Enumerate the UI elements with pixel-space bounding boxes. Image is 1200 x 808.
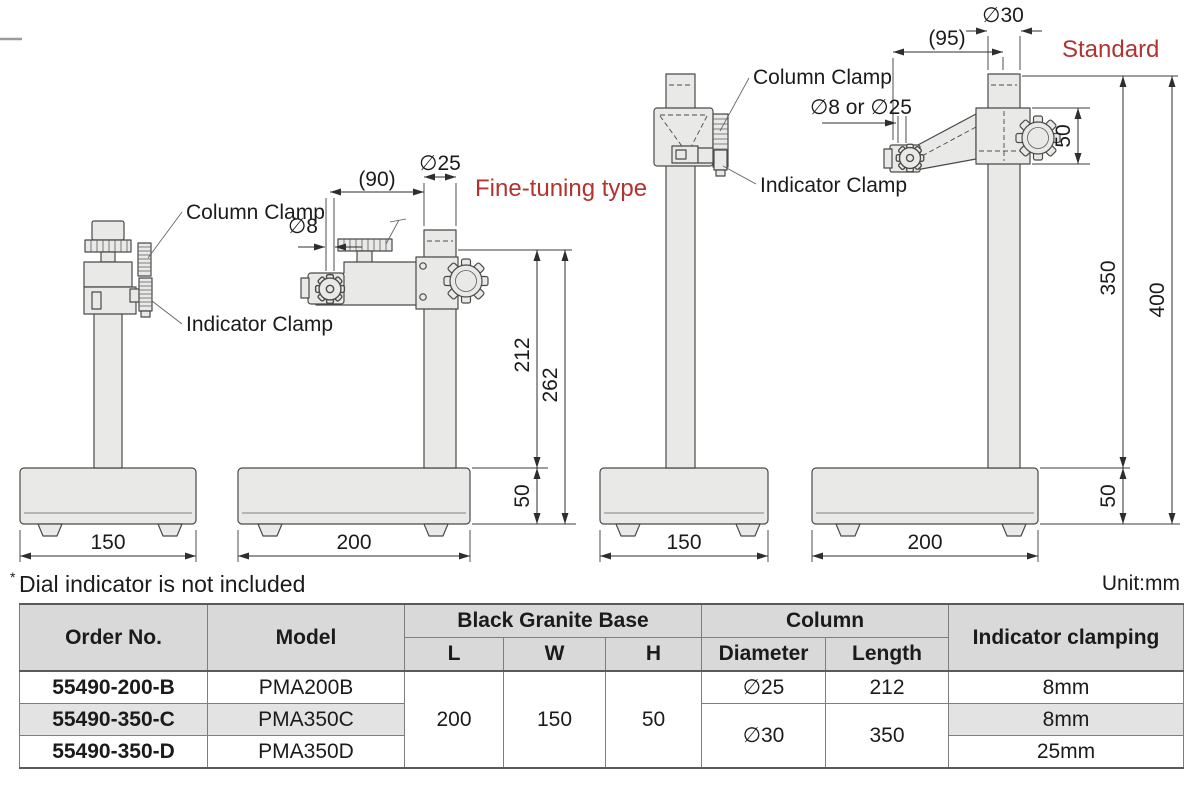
dimension-column-dia: ∅30	[966, 4, 1042, 70]
order-no-cell: 55490-350-D	[19, 735, 208, 769]
svg-text:(90): (90)	[358, 168, 395, 191]
granite-base	[811, 467, 1039, 525]
indicator-clamp-knob	[314, 273, 346, 305]
header-h: H	[604, 637, 703, 672]
clamping-cell: 8mm	[948, 703, 1185, 736]
order-no-cell: 55490-350-C	[19, 703, 208, 736]
header-indicator-clamping: Indicator clamping	[948, 603, 1185, 672]
base-l-cell: 200	[404, 670, 504, 769]
dimension-reach: (90)	[325, 168, 424, 271]
technical-drawing: Column Clamp Indicator Clamp 150	[0, 4, 1180, 597]
dimension-heights: 350 50 400	[1022, 75, 1180, 525]
dimension-base-width: 200	[811, 530, 1039, 562]
column-clamp-label: Column Clamp	[753, 66, 892, 89]
clamping-cell: 8mm	[948, 670, 1185, 704]
dimension-clamp-height: 50	[1032, 107, 1090, 165]
indicator-clamp-label: Indicator Clamp	[760, 174, 907, 197]
length-cell: 212	[825, 670, 950, 704]
svg-text:200: 200	[336, 531, 371, 554]
svg-text:∅30: ∅30	[982, 4, 1024, 27]
header-base-group: Black Granite Base	[403, 603, 703, 638]
diameter-cell: ∅30	[701, 703, 827, 769]
length-cell: 350	[825, 703, 950, 769]
header-order-no: Order No.	[19, 603, 208, 672]
dimension-base-width: 150	[599, 530, 769, 562]
header-l: L	[404, 637, 504, 672]
order-no-cell: 55490-200-B	[19, 670, 208, 704]
base-h-cell: 50	[604, 670, 703, 769]
svg-text:400: 400	[1146, 282, 1169, 317]
dimension-base-width: 150	[19, 530, 197, 562]
footnote-mark: *	[10, 569, 16, 585]
header-column-group: Column	[701, 603, 950, 638]
column	[93, 309, 123, 469]
model-cell: PMA200B	[207, 670, 405, 704]
dimension-base-width: 200	[237, 530, 471, 562]
svg-text:212: 212	[511, 337, 534, 372]
leader-line	[151, 300, 183, 325]
fine-tuning-type-title: Fine-tuning type	[475, 175, 647, 202]
table-row: 55490-200-B PMA200B 200 150 50 ∅25 212 8…	[19, 670, 1185, 769]
svg-text:50: 50	[511, 484, 534, 507]
measuring-head	[883, 107, 1061, 173]
clamp-arm	[915, 113, 977, 171]
measuring-head	[83, 220, 153, 318]
column-clamp-label: Column Clamp	[186, 201, 325, 224]
svg-text:50: 50	[1097, 484, 1120, 507]
base-feet	[257, 523, 449, 537]
base-feet	[37, 523, 183, 537]
dimension-stem-dia: ∅8 or ∅25	[810, 96, 912, 143]
column-clamp-knob	[443, 258, 489, 304]
stand-2: ∅25 (90) ∅8 212 50 262 200 Fine-tuning t…	[237, 152, 647, 562]
table-row: 55490-350-C PMA350C ∅30 350 8mm	[19, 703, 1185, 769]
svg-text:150: 150	[90, 531, 125, 554]
svg-text:∅25: ∅25	[419, 152, 461, 175]
svg-text:50: 50	[1052, 124, 1075, 147]
granite-base	[599, 467, 769, 525]
base-feet	[835, 523, 1027, 537]
svg-text:∅8 or ∅25: ∅8 or ∅25	[810, 96, 912, 119]
leader-line	[385, 218, 407, 245]
standard-type-title: Standard	[1062, 36, 1159, 63]
svg-text:∅8: ∅8	[288, 215, 318, 238]
stand-4: ∅30 (95) ∅8 or ∅25 50 350 50 400	[810, 4, 1180, 562]
svg-text:262: 262	[539, 367, 562, 402]
indicator-clamp-knob	[895, 143, 925, 173]
clamping-cell: 25mm	[948, 735, 1185, 769]
footnote: Dial indicator is not included	[19, 571, 305, 597]
header-row-2: L W H Diameter Length	[20, 637, 1184, 672]
header-row-1: Order No. Model Black Granite Base Colum…	[19, 603, 1185, 672]
model-cell: PMA350C	[207, 703, 405, 736]
leader-line	[719, 77, 750, 132]
dimension-heights: 212 50 262	[458, 249, 576, 525]
measuring-head	[653, 107, 729, 177]
header-w: W	[503, 637, 606, 672]
spec-table: Order No. Model Black Granite Base Colum…	[19, 603, 1185, 769]
base-w-cell: 150	[503, 670, 606, 769]
leader-line	[147, 211, 183, 259]
svg-text:200: 200	[907, 531, 942, 554]
indicator-clamp-label: Indicator Clamp	[186, 313, 333, 336]
table-row: 55490-350-D PMA350D 25mm	[19, 735, 1185, 769]
dimension-column-dia: ∅25	[419, 152, 461, 226]
header-model: Model	[207, 603, 405, 672]
stand-1: Column Clamp Indicator Clamp 150	[19, 201, 333, 562]
measuring-head	[300, 218, 489, 310]
model-cell: PMA350D	[207, 735, 405, 769]
svg-text:150: 150	[666, 531, 701, 554]
stand-3: Column Clamp Indicator Clamp 150	[599, 66, 907, 562]
leader-line	[722, 165, 757, 185]
dimension-stem-dia: ∅8	[288, 215, 362, 251]
unit-label: Unit:mm	[1102, 572, 1180, 595]
diameter-cell: ∅25	[701, 670, 827, 704]
granite-base	[19, 467, 197, 525]
base-feet	[615, 523, 761, 537]
svg-text:350: 350	[1097, 260, 1120, 295]
granite-base	[237, 467, 471, 525]
header-length: Length	[825, 637, 950, 672]
svg-text:(95): (95)	[928, 27, 965, 50]
header-diameter: Diameter	[701, 637, 827, 672]
dimension-reach: (95)	[892, 27, 1004, 140]
